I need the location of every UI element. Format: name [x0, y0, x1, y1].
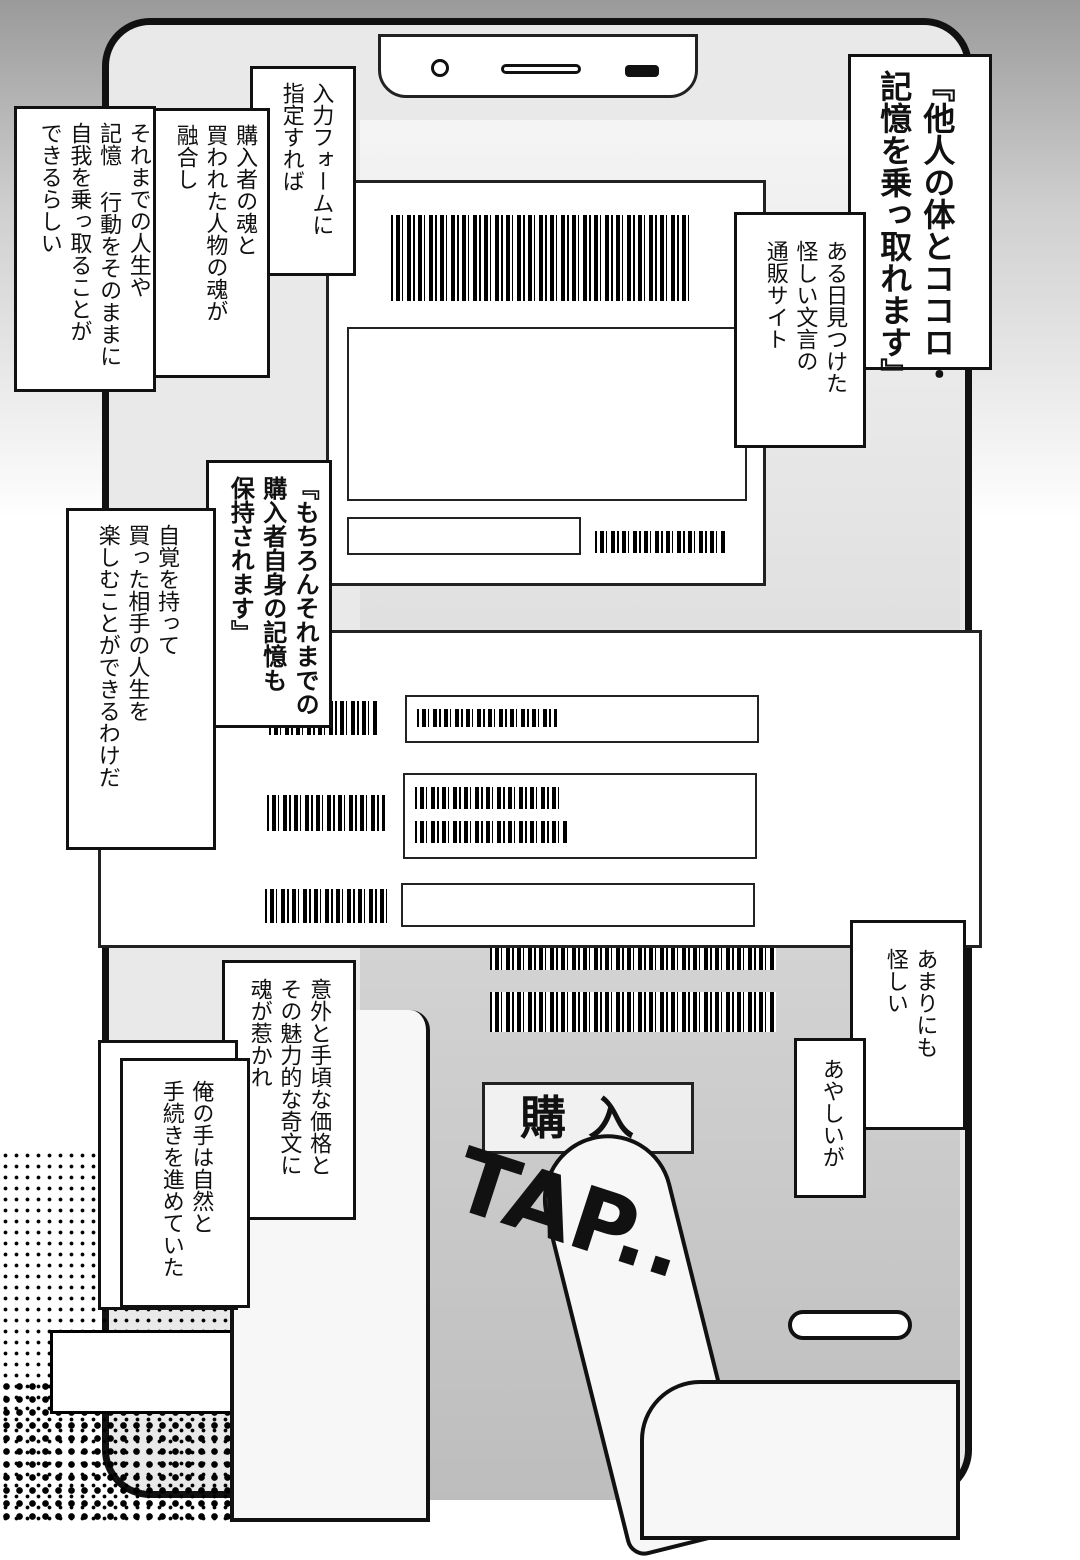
sensor-icon — [625, 65, 659, 77]
form-field-2[interactable] — [403, 773, 757, 859]
caption-mysterious-site — [848, 54, 992, 370]
product-card — [326, 180, 766, 586]
palm — [640, 1380, 960, 1540]
caption-aware-text: 自覚を持って 買った相手の人生を 楽しむことができるわけだ — [94, 524, 180, 788]
caption-memory-kept-text: 『もちろんそれまでの 購入者自身の記憶も 保持されます』 — [226, 476, 320, 716]
caption-dubious — [794, 1038, 866, 1198]
caption-found-site-text: ある日見つけた 怪しい文言の 通販サイト — [762, 240, 848, 394]
caption-mysterious-site-text: 『他人の体とココロ・ 記憶を乗っ取れます』 — [875, 70, 957, 390]
form-value-1 — [417, 709, 557, 727]
caption-too-suspicious-text: あまりにも 怪しい — [882, 948, 938, 1058]
caption-input-form-text: 入力フォームに 指定すれば — [278, 82, 334, 236]
input-form — [98, 630, 982, 948]
caption-my-hand-text: 俺の手は自然と 手続きを進めていた — [158, 1080, 214, 1278]
caption-aware — [66, 508, 216, 850]
form-label-2 — [267, 795, 385, 831]
product-field[interactable] — [347, 517, 581, 555]
form-field-1[interactable] — [405, 695, 759, 743]
caption-found-site — [734, 212, 866, 448]
caption-dubious-text: あやしいが — [818, 1058, 844, 1168]
product-image-box — [347, 327, 747, 501]
caption-take-over-text: それまでの人生や 記憶 行動をそのままに 自我を乗っ取ることが できるらしい — [36, 122, 151, 367]
caption-soul-fusion-text: 購入者の魂と 買われた人物の魂が 融合し — [172, 124, 258, 322]
form-label-3 — [265, 889, 387, 923]
caption-my-hand-inner — [120, 1058, 250, 1308]
camera-icon — [431, 59, 449, 77]
caption-memory-kept — [206, 460, 332, 728]
product-barcode — [391, 215, 689, 301]
terms-barcode-2 — [490, 992, 776, 1032]
terms-barcode-1 — [490, 948, 776, 970]
form-field-3[interactable] — [401, 883, 755, 927]
speaker-icon — [501, 64, 581, 74]
form-value-2b — [415, 821, 567, 843]
home-button[interactable] — [788, 1310, 912, 1340]
form-value-2a — [415, 787, 563, 809]
caption-take-over — [14, 106, 156, 392]
phone-notch — [378, 34, 698, 98]
caption-soul-fusion — [148, 108, 270, 378]
product-info-barcode — [595, 531, 727, 553]
caption-reasonable-price-text: 意外と手頃な価格と その魅力的な奇文に 魂が惹かれ — [246, 978, 332, 1176]
caption-too-suspicious — [850, 920, 966, 1130]
